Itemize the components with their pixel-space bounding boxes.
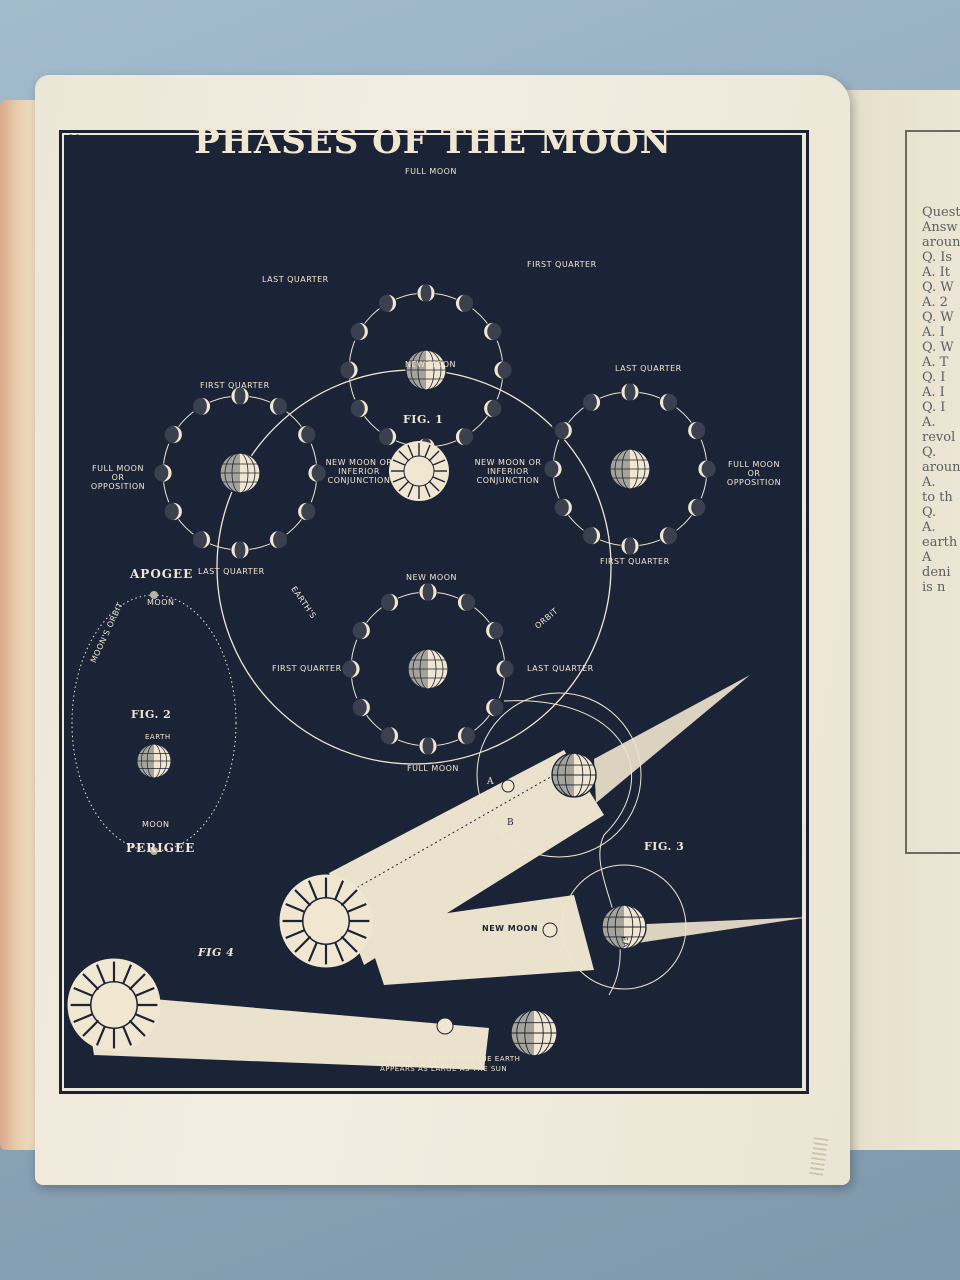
- moon-shadow-2-2: [663, 526, 678, 546]
- moon-shadow-0-9: [420, 283, 432, 303]
- apogee-label: APOGEE: [130, 567, 194, 581]
- label-top-full-moon: FULL MOON: [405, 167, 457, 176]
- phases-illustration: [66, 283, 802, 1070]
- moon-shadow-1-11: [301, 425, 320, 444]
- label-left-full-moon: FULL MOON OR OPPOSITION: [90, 464, 146, 491]
- label-bottom-last-quarter: LAST QUARTER: [527, 664, 594, 673]
- label-right-last-quarter: LAST QUARTER: [615, 364, 682, 373]
- moon-shadow-1-0: [311, 463, 331, 483]
- earth-label: EARTH: [145, 733, 171, 741]
- moon-shadow-0-8: [378, 293, 393, 313]
- moon-shadow-0-0: [497, 360, 517, 380]
- label-right-first-quarter: FIRST QUARTER: [600, 557, 670, 566]
- moon-shadow-3-1: [489, 698, 508, 717]
- label-left-new-moon: NEW MOON OR INFERIOR CONJUNCTION: [325, 458, 393, 485]
- moon-shadow-3-10: [461, 592, 476, 612]
- moon-shadow-3-3: [422, 736, 434, 756]
- moon-shadow-3-6: [337, 659, 357, 679]
- moon-shadow-3-11: [489, 621, 508, 640]
- label-right-new-moon: NEW MOON OR INFERIOR CONJUNCTION: [474, 458, 542, 485]
- point-b-label: B: [507, 818, 515, 828]
- moon-shadow-3-7: [348, 621, 367, 640]
- point-a-label: A: [487, 777, 494, 787]
- label-bottom-new-moon: NEW MOON: [406, 573, 457, 582]
- moon-shadow-2-11: [691, 421, 709, 440]
- moon-shadow-2-9: [624, 382, 636, 402]
- moon-apogee-label: MOON: [147, 598, 175, 607]
- moon-shadow-1-1: [301, 502, 320, 521]
- label-bottom-full-moon: FULL MOON: [407, 764, 459, 773]
- moon-shadow-0-4: [378, 427, 393, 447]
- right-page-text: Questi Answ around Q. Is A. It Q. W A. 2…: [922, 205, 960, 595]
- moon-shadow-1-4: [192, 530, 207, 550]
- label-right-full-moon: FULL MOON OR OPPOSITION: [726, 460, 782, 487]
- moon-shadow-2-3: [624, 536, 636, 556]
- moon-shadow-2-6: [539, 459, 559, 479]
- moon-shadow-2-7: [550, 421, 569, 440]
- fig4-caption-line1: THE MOON AS SEEN FROM THE EARTH: [370, 1055, 521, 1063]
- moon-shadow-0-1: [487, 399, 506, 418]
- fig3-label: FIG. 3: [644, 840, 685, 853]
- moon-shadow-1-10: [273, 396, 288, 416]
- label-bottom-first-quarter: FIRST QUARTER: [272, 664, 342, 673]
- moon-shadow-0-5: [346, 399, 365, 418]
- label-top-first-quarter: FIRST QUARTER: [527, 260, 597, 269]
- moon-shadow-0-11: [487, 322, 506, 341]
- moon-shadow-3-9: [422, 582, 434, 602]
- moon-shadow-2-5: [550, 498, 569, 517]
- moon-shadow-1-8: [192, 396, 207, 416]
- moon-shadow-0-10: [459, 293, 474, 313]
- moon-shadow-0-2: [459, 427, 474, 447]
- moon-perigee-label: MOON: [142, 820, 170, 829]
- moon-shadow-1-3: [234, 540, 246, 560]
- moon-shadow-1-6: [149, 463, 169, 483]
- moon-shadow-2-8: [582, 392, 597, 412]
- label-top-last-quarter: LAST QUARTER: [262, 275, 329, 284]
- new-moon-fig3-label: NEW MOON: [482, 924, 539, 933]
- plate-border: [59, 130, 809, 1094]
- moon-shadow-1-5: [161, 502, 179, 521]
- label-top-new-moon: NEW MOON: [405, 360, 456, 369]
- label-left-first-quarter: FIRST QUARTER: [200, 381, 270, 390]
- moon-shadow-2-4: [582, 526, 597, 546]
- fig1-label: FIG. 1: [403, 413, 444, 426]
- moon-shadow-2-10: [663, 392, 678, 412]
- moon-shadow-3-0: [499, 659, 519, 679]
- fig4-label: FIG 4: [198, 946, 235, 959]
- moon-shadow-1-9: [234, 386, 246, 406]
- fig2-label: FIG. 2: [131, 708, 172, 721]
- moon-shadow-3-8: [380, 592, 395, 612]
- moon-shadow-3-5: [348, 698, 367, 717]
- moon-shadow-1-2: [273, 530, 288, 550]
- page-title: PHASES OF THE MOON: [194, 122, 672, 162]
- moon-shadow-3-4: [380, 726, 395, 746]
- moon-shadow-1-7: [161, 425, 179, 444]
- right-page: [835, 90, 960, 1150]
- fig4-caption-line2: APPEARS AS LARGE AS THE SUN: [380, 1065, 508, 1073]
- moon-shadow-3-2: [461, 726, 476, 746]
- perigee-label: PERIGEE: [126, 841, 196, 855]
- label-left-last-quarter: LAST QUARTER: [198, 567, 265, 576]
- moon-shadow-0-7: [346, 322, 365, 341]
- moon-shadow-2-1: [691, 498, 709, 517]
- moon-shadow-0-6: [335, 360, 355, 380]
- moon-shadow-2-0: [701, 459, 721, 479]
